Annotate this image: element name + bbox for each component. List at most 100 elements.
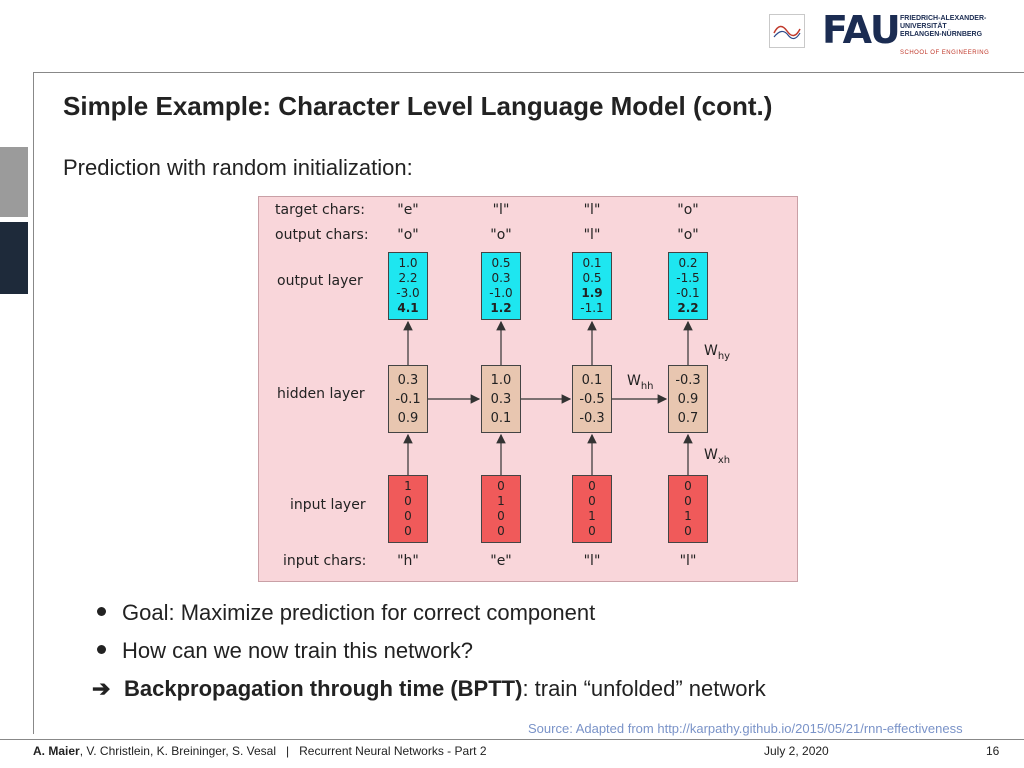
output-value: -1.1 <box>580 301 604 315</box>
target-char: "l" <box>492 202 510 218</box>
arrow-right-icon: ➔ <box>92 676 111 701</box>
hidden-value: 0.1 <box>581 373 603 388</box>
output-value: 2.2 <box>677 301 699 315</box>
label-target-chars: target chars: <box>275 202 365 218</box>
input-char: "l" <box>583 553 601 569</box>
label-output-chars: output chars: <box>275 227 369 243</box>
weight-label-whh: Whh <box>627 373 654 392</box>
arrow-layer <box>403 320 693 475</box>
bullet-dot-icon <box>97 644 106 654</box>
output-value: 0.3 <box>491 271 511 285</box>
input-value: 0 <box>404 494 412 508</box>
hidden-value: 0.7 <box>677 411 699 426</box>
input-value: 0 <box>497 479 505 493</box>
input-value: 1 <box>588 509 596 523</box>
target-char: "e" <box>397 202 419 218</box>
footer-date: July 2, 2020 <box>764 744 829 758</box>
hidden-layer-box: -0.3 0.9 0.7 <box>668 365 708 433</box>
side-tab-grey <box>0 147 28 217</box>
input-value: 0 <box>588 494 596 508</box>
output-char: "o" <box>677 227 699 243</box>
output-value: 4.1 <box>397 301 419 315</box>
input-char: "e" <box>490 553 512 569</box>
input-value: 0 <box>497 509 505 523</box>
output-value: 1.0 <box>398 256 418 270</box>
hidden-value: -0.3 <box>579 411 605 426</box>
output-value: -3.0 <box>396 286 420 300</box>
bullet-goal: Goal: Maximize prediction for correct co… <box>97 600 595 626</box>
label-input-chars: input chars: <box>283 553 367 569</box>
input-value: 1 <box>404 479 412 493</box>
output-value: 0.5 <box>491 256 511 270</box>
input-value: 1 <box>684 509 692 523</box>
footer-divider <box>0 739 1024 740</box>
input-value: 0 <box>684 524 692 538</box>
hidden-value: -0.1 <box>395 392 421 407</box>
weight-label-why: Why <box>704 343 731 362</box>
target-char: "l" <box>583 202 601 218</box>
footer-authors: A. Maier, V. Christlein, K. Breininger, … <box>33 744 487 758</box>
seal-logo-icon <box>773 25 801 40</box>
output-value: 1.2 <box>490 301 512 315</box>
input-value: 0 <box>684 479 692 493</box>
output-value: 0.1 <box>582 256 602 270</box>
output-value: 0.5 <box>582 271 602 285</box>
input-value: 0 <box>404 509 412 523</box>
target-char: "o" <box>677 202 699 218</box>
input-value: 0 <box>497 524 505 538</box>
input-value: 0 <box>684 494 692 508</box>
input-value: 1 <box>497 494 505 508</box>
source-citation: Source: Adapted from http://karpathy.git… <box>528 721 963 736</box>
hidden-value: -0.3 <box>675 373 701 388</box>
label-input-layer: input layer <box>290 497 366 513</box>
slide-title: Simple Example: Character Level Language… <box>63 91 773 121</box>
hidden-value: 0.9 <box>677 392 699 407</box>
slide-subtitle: Prediction with random initialization: <box>63 155 413 180</box>
bullet-question: How can we now train this network? <box>97 638 473 664</box>
input-value: 0 <box>404 524 412 538</box>
output-value: 0.2 <box>678 256 698 270</box>
bullet-dot-icon <box>97 606 106 616</box>
hidden-value: 1.0 <box>490 373 512 388</box>
weight-label-wxh: Wxh <box>704 447 731 466</box>
hidden-value: 0.9 <box>397 411 419 426</box>
hidden-layer-box: 0.3 -0.1 0.9 <box>388 365 428 433</box>
output-char: "l" <box>583 227 601 243</box>
seal-logo <box>769 14 805 48</box>
hidden-value: 0.3 <box>490 392 512 407</box>
input-char: "l" <box>679 553 697 569</box>
hidden-value: 0.3 <box>397 373 419 388</box>
school-name: SCHOOL OF ENGINEERING <box>900 50 990 56</box>
output-value: -1.5 <box>676 271 700 285</box>
label-output-layer: output layer <box>277 273 363 289</box>
side-tab-dark <box>0 222 28 294</box>
input-char: "h" <box>397 553 419 569</box>
output-value: 1.9 <box>581 286 603 300</box>
output-value: 2.2 <box>398 271 418 285</box>
hidden-value: -0.5 <box>579 392 605 407</box>
bullet-bptt: ➔Backpropagation through time (BPTT): tr… <box>92 676 766 701</box>
output-char: "o" <box>397 227 419 243</box>
hidden-value: 0.1 <box>490 411 512 426</box>
output-value: -0.1 <box>676 286 700 300</box>
university-name: FRIEDRICH-ALEXANDER- UNIVERSITÄT ERLANGE… <box>900 15 987 38</box>
hidden-layer-box: 1.0 0.3 0.1 <box>481 365 521 433</box>
input-value: 0 <box>588 524 596 538</box>
slide-frame <box>33 72 1024 734</box>
rnn-diagram: target chars: output chars: output layer… <box>258 196 798 582</box>
input-value: 0 <box>588 479 596 493</box>
page-number: 16 <box>986 744 1000 758</box>
output-value: -1.0 <box>489 286 513 300</box>
hidden-layer-box: 0.1 -0.5 -0.3 <box>572 365 612 433</box>
output-char: "o" <box>490 227 512 243</box>
fau-logo: FAU <box>822 8 901 52</box>
label-hidden-layer: hidden layer <box>277 386 365 402</box>
